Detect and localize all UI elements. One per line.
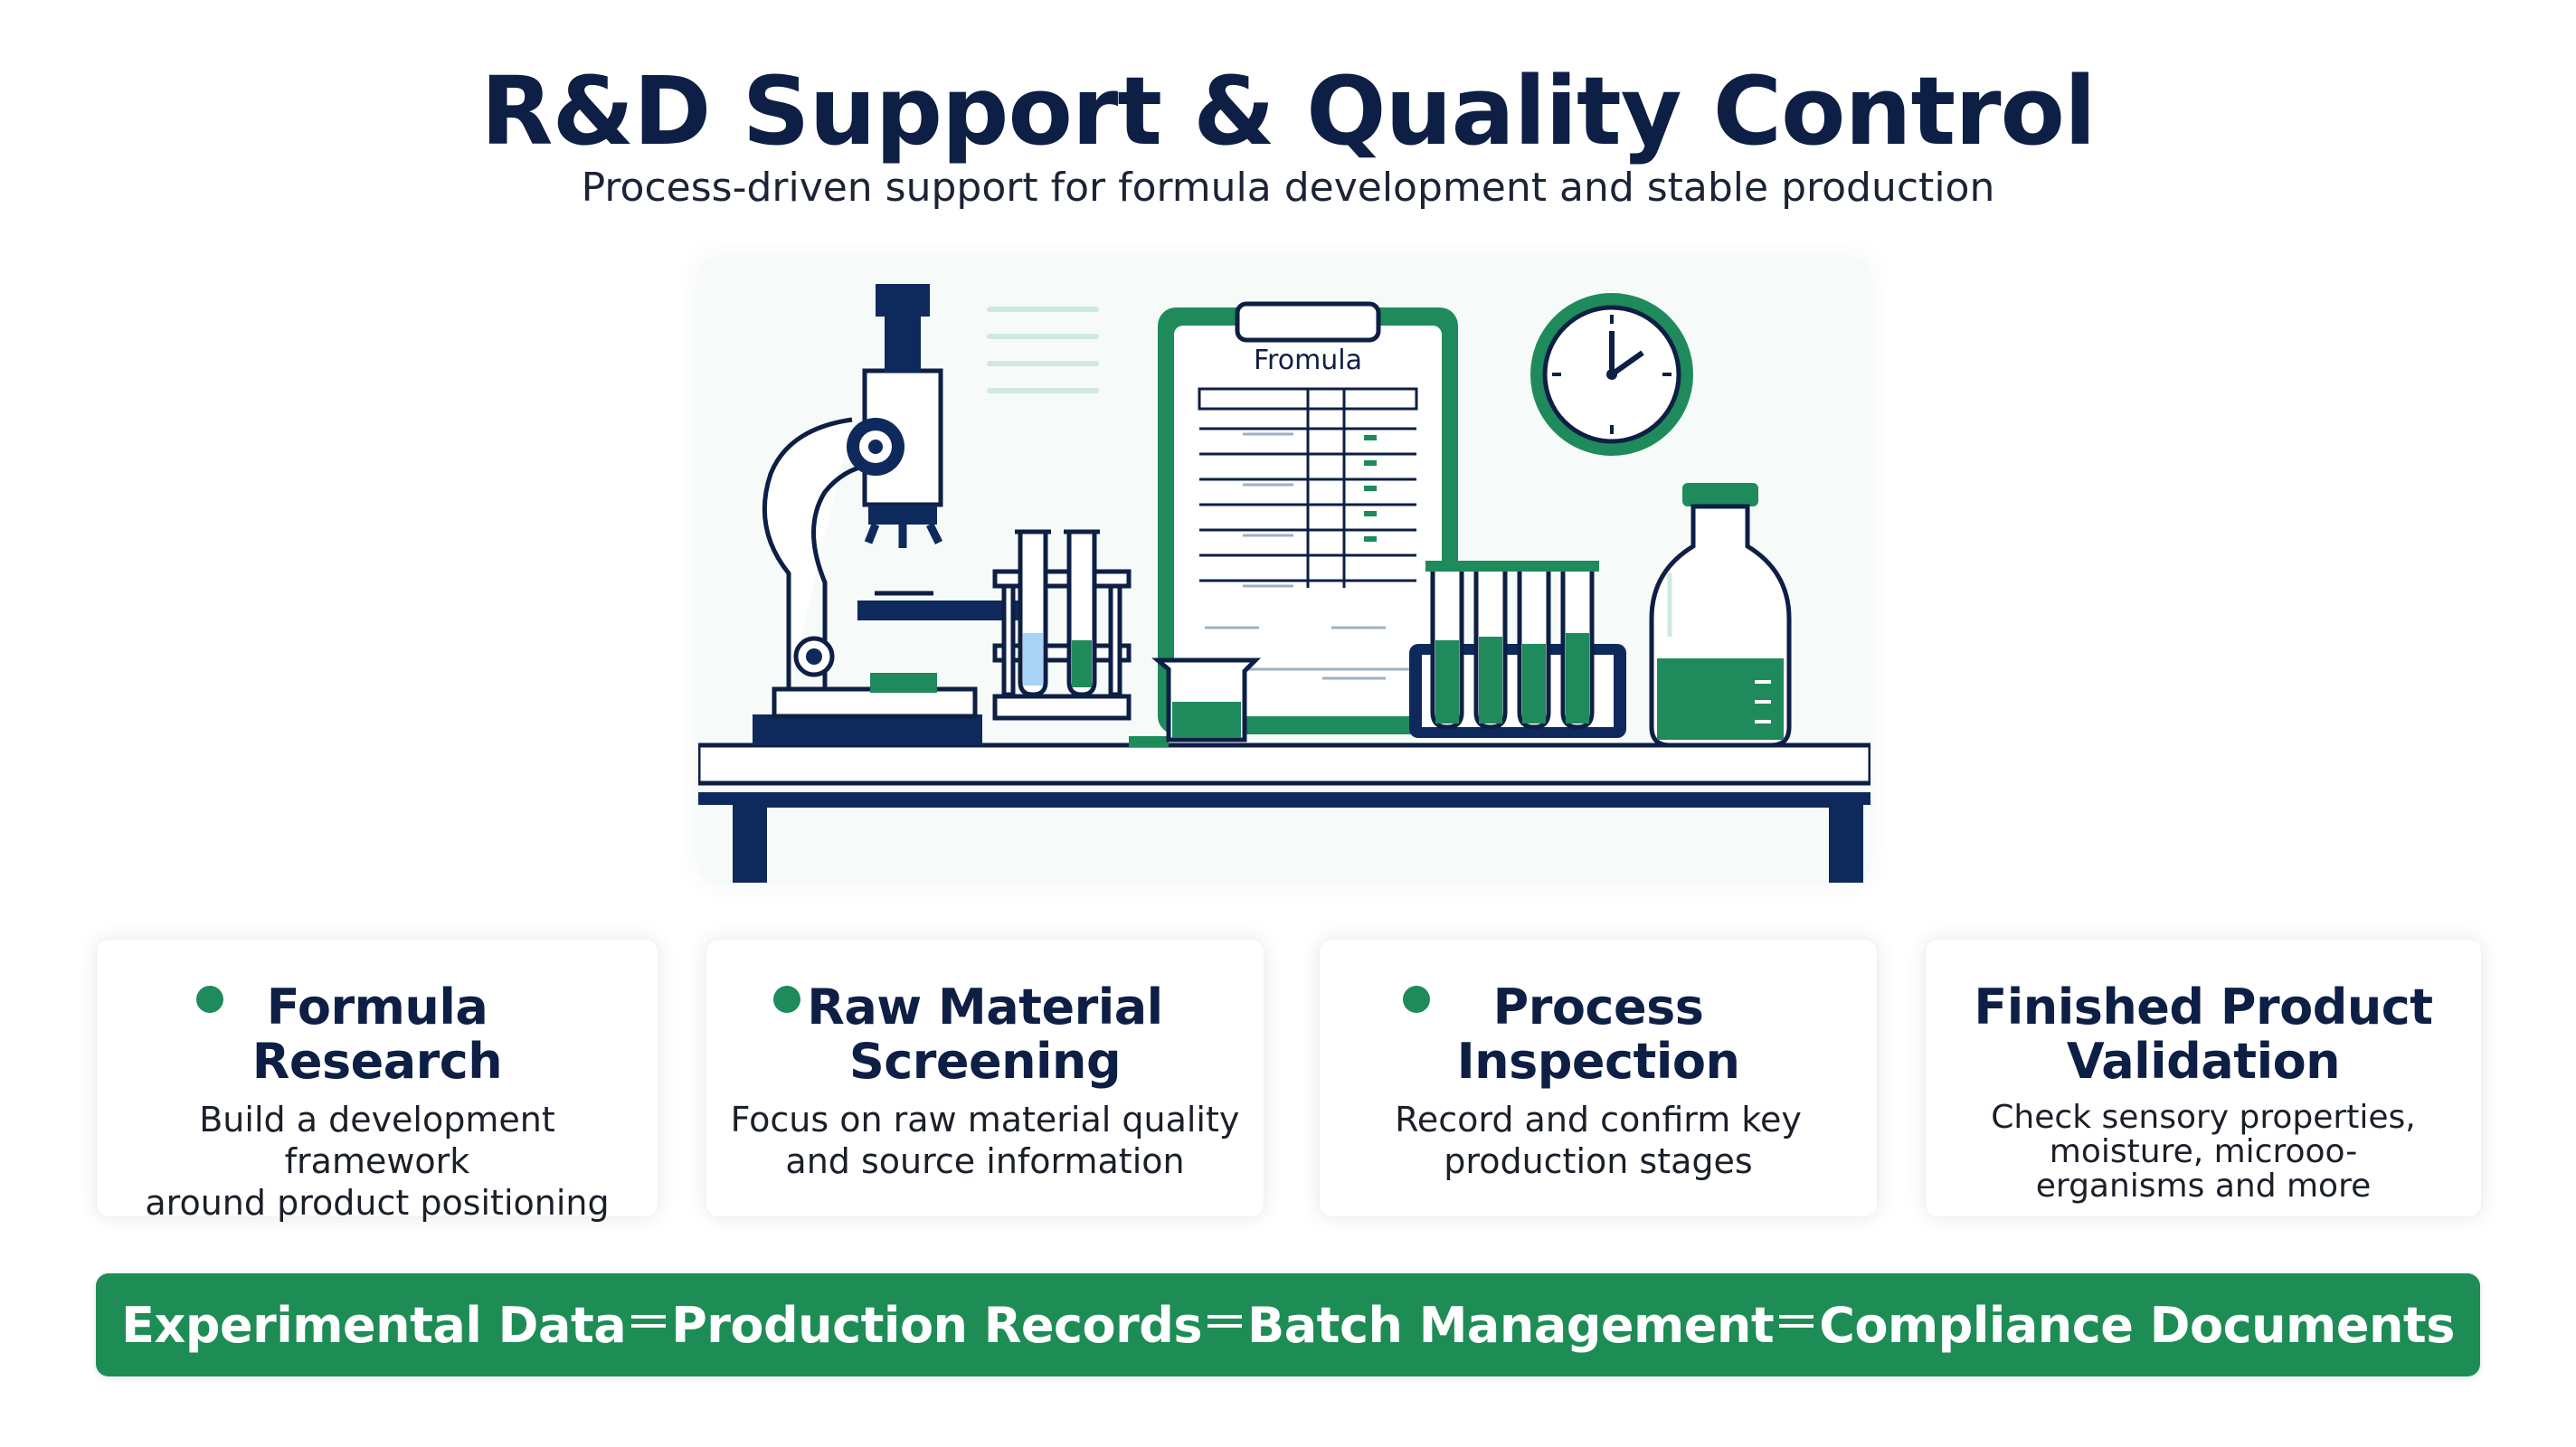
card-title: Formula Research [251,979,503,1090]
bullet-dot-icon [1403,986,1430,1013]
card-description: Check sensory properties, moisture, micr… [1991,1099,2416,1205]
bullet-dot-icon [196,986,223,1013]
page-title: R&D Support & Quality Control [480,56,2096,166]
microscope-icon [753,284,1029,745]
bullet-dot-icon [773,986,800,1013]
card-description: Record and confirm key production stages [1395,1100,1802,1181]
banner-item: Compliance Documents [1819,1296,2455,1354]
card-finished-product-validation: Finished Product Validation Check sensor… [1925,939,2482,1217]
banner-item: Experimental Data [121,1296,627,1354]
reagent-bottle-icon [1649,483,1792,748]
lab-table-icon [698,742,1870,883]
clock-icon [1530,293,1693,456]
card-description: Build a development framework around pro… [145,1100,610,1223]
clipboard-label: Fromula [1254,345,1362,376]
lab-illustration: Fromula [698,257,1870,883]
card-title: Raw Material Screening [807,979,1163,1090]
equals-separator-icon [631,1315,667,1328]
beaker-icon [1151,657,1262,742]
card-description: Focus on raw material quality and source… [730,1100,1240,1181]
banner-item: Production Records [671,1296,1203,1354]
page-subtitle: Process-driven support for formula devel… [581,165,1995,211]
formula-clipboard-icon: Fromula [1158,301,1458,734]
workflow-banner: Experimental Data Production Records Bat… [96,1273,2480,1376]
equals-separator-icon [1779,1315,1814,1328]
card-title: Finished Product Validation [1974,979,2433,1090]
card-formula-research: Formula Research Build a development fra… [96,939,658,1223]
card-title: Process Inspection [1456,979,1740,1090]
card-process-inspection: Process Inspection Record and confirm ke… [1319,939,1878,1217]
sample-tubes-icon [1409,561,1626,738]
test-tube-rack-icon [992,529,1169,747]
decorative-lines [987,307,1099,393]
equals-separator-icon [1208,1315,1243,1328]
banner-item: Batch Management [1247,1296,1775,1354]
card-raw-material-screening: Raw Material Screening Focus on raw mate… [706,939,1264,1217]
